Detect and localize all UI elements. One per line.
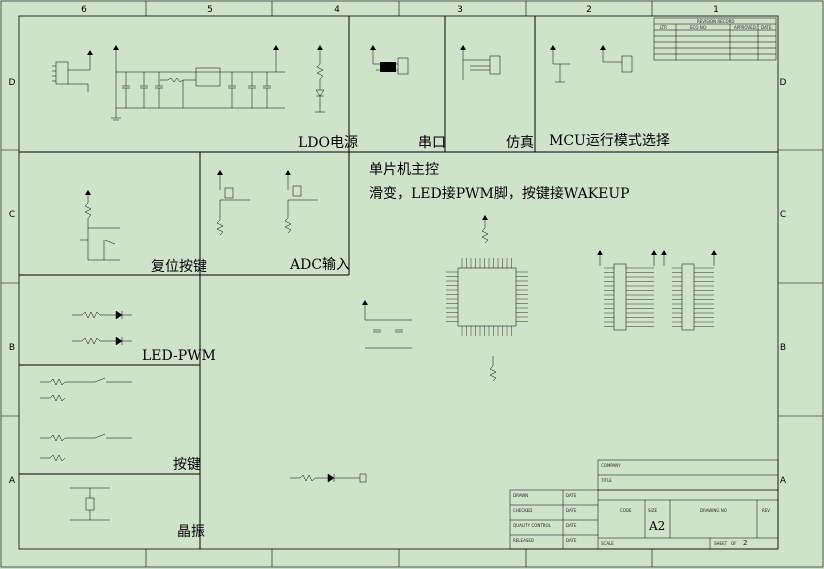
uart-power-flags — [370, 45, 606, 50]
bottom-led-circuit — [290, 473, 367, 483]
revision-header-approved: APPROVED: — [734, 25, 758, 30]
row-label-a-left: A — [9, 476, 16, 486]
tb-of: OF — [731, 541, 737, 546]
tb-checked: CHECKED — [513, 508, 533, 513]
tb-title: TITLE — [601, 478, 612, 483]
inner-frame — [18, 15, 779, 550]
tb-date-4: DATE — [566, 538, 577, 543]
led-pwm-circuit — [72, 310, 132, 346]
col-label-5: 5 — [207, 5, 213, 15]
tb-scale: SCALE — [601, 541, 614, 546]
tb-sheet-total: 2 — [743, 539, 748, 547]
revision-title: REVISION RECORD — [697, 19, 735, 24]
label-mcu-main: 单片机主控 — [369, 162, 439, 178]
left-header — [613, 263, 627, 331]
col-label-2: 2 — [586, 5, 592, 15]
row-label-c-left: C — [9, 210, 15, 220]
mcu-pins — [446, 258, 714, 336]
mcu-circuit — [364, 220, 715, 382]
ldo-power-flags — [87, 45, 323, 55]
revision-block — [653, 17, 777, 61]
mcu-power-flags — [362, 215, 717, 305]
label-keys: 按键 — [173, 457, 201, 473]
col-label-6: 6 — [81, 5, 87, 15]
row-label-b-left: B — [9, 343, 15, 353]
label-led-pwm: LED-PWM — [142, 348, 216, 364]
uart-circuit — [372, 50, 633, 83]
revision-header-date: DATE: — [761, 25, 773, 30]
tb-company: COMPANY — [601, 463, 621, 468]
tb-quality: QUALITY CONTROL — [513, 523, 551, 528]
ldo-circuit — [52, 50, 325, 121]
reset-circuit — [80, 195, 120, 261]
tb-drawing-no: DRAWING NO — [700, 508, 727, 513]
right-header — [681, 263, 695, 331]
keys-circuit — [40, 377, 132, 462]
revision-header-eco: ECO NO: — [690, 25, 708, 30]
tb-rev: REV — [762, 508, 771, 513]
adc-power-flags — [85, 170, 291, 195]
adc-circuit — [216, 175, 318, 236]
tb-sheet: SHEET — [714, 541, 728, 546]
tb-code: CODE — [620, 508, 632, 513]
row-label-c-right: C — [780, 210, 786, 220]
tb-date-1: DATE — [566, 493, 577, 498]
tb-date-2: DATE — [566, 508, 577, 513]
label-sim: 仿真 — [506, 135, 534, 151]
tb-released: RELEASED — [513, 538, 534, 543]
row-label-d-right: D — [780, 78, 787, 88]
tb-drawn: DRAWN — [513, 493, 529, 498]
crystal-circuit — [70, 487, 110, 521]
title-block — [509, 459, 779, 550]
label-adc: ADC输入 — [290, 257, 351, 273]
mcu-chip — [457, 267, 517, 327]
label-uart: 串口 — [418, 135, 446, 151]
label-mcu-mode: MCU运行模式选择 — [549, 133, 670, 149]
label-crystal: 晶振 — [177, 524, 205, 540]
label-ldo: LDO电源 — [298, 135, 358, 151]
revision-header-ltr: LTR — [660, 25, 667, 30]
row-label-d-left: D — [9, 78, 16, 88]
col-label-3: 3 — [457, 5, 463, 15]
tb-size-value: A2 — [649, 519, 666, 533]
row-label-b-right: B — [780, 343, 786, 353]
label-mcu-note: 滑变，LED接PWM脚，按键接WAKEUP — [369, 186, 630, 202]
row-label-a-right: A — [780, 476, 787, 486]
col-label-1: 1 — [713, 5, 719, 15]
col-label-4: 4 — [334, 5, 340, 15]
tb-date-3: DATE — [566, 523, 577, 528]
section-dividers — [19, 16, 778, 549]
tb-size-label: SIZE — [648, 508, 657, 513]
label-reset: 复位按键 — [151, 259, 207, 275]
